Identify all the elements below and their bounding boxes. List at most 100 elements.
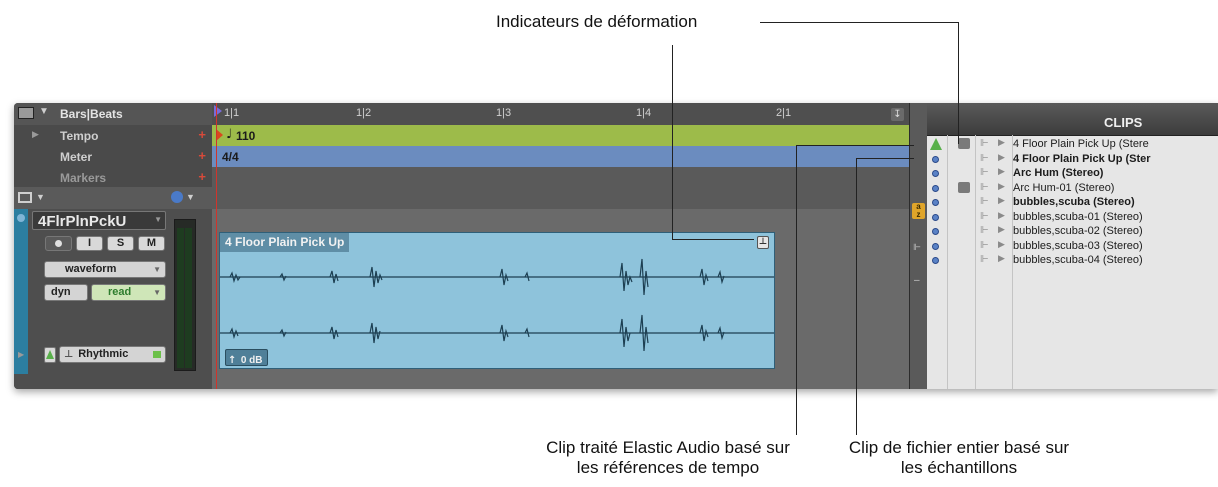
callout-whole-file-line1: Clip de fichier entier basé sur xyxy=(848,438,1070,457)
waveform-channel-1 xyxy=(220,258,774,296)
clip-gain-value: 0 dB xyxy=(240,355,263,366)
expand-triangle-icon[interactable]: ▶ xyxy=(18,350,25,359)
expand-triangle-icon[interactable]: ▶ xyxy=(998,181,1005,192)
chevron-down-icon[interactable]: ▼ xyxy=(36,192,45,202)
clips-list-column-divider xyxy=(1012,135,1013,389)
chevron-down-icon[interactable]: ▼ xyxy=(39,106,49,117)
tempo-ruler-lane[interactable]: ♩ 110 xyxy=(212,125,909,147)
callout-line xyxy=(796,145,914,146)
track-name-field[interactable]: 4FlrPlnPckU ▼ xyxy=(32,211,166,230)
tempo-ruler-label: Tempo xyxy=(60,129,99,143)
markers-ruler-lane[interactable] xyxy=(212,167,909,188)
clock-icon[interactable] xyxy=(171,191,183,203)
warp-triangle-icon xyxy=(930,138,942,150)
record-enable-button[interactable] xyxy=(45,236,72,251)
clip-group-icon: ⊩ xyxy=(980,254,989,265)
automation-mode-selector[interactable]: read ▼ xyxy=(91,284,166,301)
clips-list-item-name: Arc Hum (Stereo) xyxy=(1013,167,1104,179)
callout-warp-indicators: Indicateurs de déformation xyxy=(496,12,698,31)
callout-elastic-clip: Clip traité Elastic Audio basé sur les r… xyxy=(518,438,818,478)
track-view-value: waveform xyxy=(65,263,117,275)
clips-list-item-name: bubbles,scuba-01 (Stereo) xyxy=(1013,210,1143,223)
expand-triangle-icon[interactable]: ▶ xyxy=(998,254,1005,264)
callout-line xyxy=(856,158,857,435)
add-marker-button[interactable]: + xyxy=(198,169,206,184)
track-view-selector[interactable]: waveform ▼ xyxy=(44,261,166,278)
elastic-audio-selector[interactable]: ⊥ Rhythmic xyxy=(59,346,166,363)
zoom-icon[interactable]: – xyxy=(914,275,920,286)
expand-triangle-icon[interactable]: ▶ xyxy=(998,196,1005,206)
clips-list-item[interactable]: ⊩▶Arc Hum-01 (Stereo) xyxy=(927,181,1218,196)
callout-line xyxy=(672,45,673,240)
input-monitor-button[interactable]: I xyxy=(76,236,103,251)
clip-group-icon: ⊩ xyxy=(980,210,989,222)
main-ruler-header[interactable]: ▼ Bars|Beats xyxy=(14,103,212,126)
chevron-down-icon: ▼ xyxy=(153,288,161,297)
add-meter-button[interactable]: + xyxy=(198,148,206,163)
bar-number: 2|1 xyxy=(776,107,792,119)
clips-list-item[interactable]: ⊩ ▶ bubbles,scuba-01 (Stereo) xyxy=(927,211,1218,225)
warp-triangle-icon xyxy=(46,350,54,359)
expand-triangle-icon[interactable]: ▶ xyxy=(998,138,1005,148)
callout-whole-file-line2: les échantillons xyxy=(900,458,1018,477)
sample-dot-icon xyxy=(932,228,939,235)
playhead-flag-icon[interactable] xyxy=(214,105,222,117)
main-ruler-label: Bars|Beats xyxy=(60,107,123,121)
elastic-audio-toggle[interactable] xyxy=(44,347,56,363)
clips-list-item[interactable]: ⊩▶bubbles,scuba (Stereo) xyxy=(927,196,1218,210)
automation-mode-value: read xyxy=(108,286,132,298)
ruler-options-button[interactable]: ↧ xyxy=(891,108,904,121)
tempo-value: 110 xyxy=(236,129,256,143)
clip-gain-control[interactable]: ↑ 0 dB xyxy=(225,349,268,366)
clips-list-item[interactable]: ⊩▶4 Floor Plain Pick Up (Ster xyxy=(927,153,1218,167)
pro-tools-window: ▼ Bars|Beats ▶ Tempo + Meter + Markers +… xyxy=(14,103,1218,389)
track-color-bar xyxy=(14,209,28,374)
meter-ruler-lane[interactable]: 4/4 xyxy=(212,146,909,168)
mute-button[interactable]: M xyxy=(138,236,165,251)
callout-elastic-clip-line2: les références de tempo xyxy=(576,458,760,477)
track-list-menu-icon[interactable] xyxy=(18,192,32,203)
clips-list-item-name: 4 Floor Plain Pick Up (Ster xyxy=(1013,152,1151,165)
callout-line xyxy=(958,22,959,144)
region-icon[interactable]: ⊩ xyxy=(913,243,921,253)
clips-list-item[interactable]: ⊩▶bubbles,scuba-02 (Stereo) xyxy=(927,225,1218,239)
markers-ruler-header[interactable]: Markers + xyxy=(14,167,212,188)
clips-list-item[interactable]: ⊩▶bubbles,scuba-04 (Stereo) xyxy=(927,254,1218,268)
track-name: 4FlrPlnPckU xyxy=(38,213,127,230)
meter-value: 4/4 xyxy=(222,150,239,164)
tempo-marker-icon[interactable] xyxy=(216,129,223,141)
expand-triangle-icon[interactable]: ▶ xyxy=(998,167,1005,177)
expand-triangle-icon[interactable]: ▶ xyxy=(998,152,1005,163)
expand-triangle-icon[interactable]: ▶ xyxy=(998,239,1005,250)
meter-ruler-header[interactable]: Meter + xyxy=(14,146,212,168)
expand-triangle-icon[interactable]: ▶ xyxy=(998,225,1005,235)
add-tempo-button[interactable]: + xyxy=(198,127,206,142)
ruler-menu-icon[interactable] xyxy=(18,107,34,119)
chevron-down-icon[interactable]: ▼ xyxy=(154,215,162,224)
callout-whole-file-clip: Clip de fichier entier basé sur les écha… xyxy=(830,438,1088,478)
expand-triangle-icon[interactable]: ▶ xyxy=(32,129,39,139)
sample-dot-icon xyxy=(932,213,939,221)
clips-list-item[interactable]: ⊩▶Arc Hum (Stereo) xyxy=(927,167,1218,181)
chevron-down-icon[interactable]: ▼ xyxy=(186,192,195,202)
track-lane[interactable]: 4 Floor Plain Pick Up ⊥ ↑ 0 dB xyxy=(212,103,909,389)
tempo-ruler-header[interactable]: ▶ Tempo + xyxy=(14,125,212,147)
expand-triangle-icon[interactable]: ▶ xyxy=(998,210,1005,221)
waveform xyxy=(220,258,774,352)
level-meter-fill xyxy=(177,228,184,368)
clips-list-item-name: bubbles,scuba-02 (Stereo) xyxy=(1013,225,1143,237)
warp-indicator-icon: ⊥ xyxy=(757,236,769,249)
clips-list-item[interactable]: ⊩▶bubbles,scuba-03 (Stereo) xyxy=(927,240,1218,254)
timeline-ruler[interactable]: 1|1 1|2 1|3 1|4 2|1 xyxy=(212,103,909,126)
sample-dot-icon xyxy=(932,257,939,264)
clip-group-icon: ⊩ xyxy=(980,196,989,207)
solo-button[interactable]: S xyxy=(107,236,134,251)
clip-group-icon: ⊩ xyxy=(980,181,989,193)
clip-name-tab[interactable]: 4 Floor Plain Pick Up xyxy=(220,233,350,252)
waveform-channel-2 xyxy=(220,314,774,352)
callout-line xyxy=(672,239,754,240)
clips-list-item[interactable]: ⊩▶4 Floor Plain Pick Up (Stere xyxy=(927,138,1218,152)
audio-clip[interactable]: 4 Floor Plain Pick Up ⊥ ↑ 0 dB xyxy=(219,232,775,369)
automation-type-button[interactable]: dyn xyxy=(44,284,88,301)
